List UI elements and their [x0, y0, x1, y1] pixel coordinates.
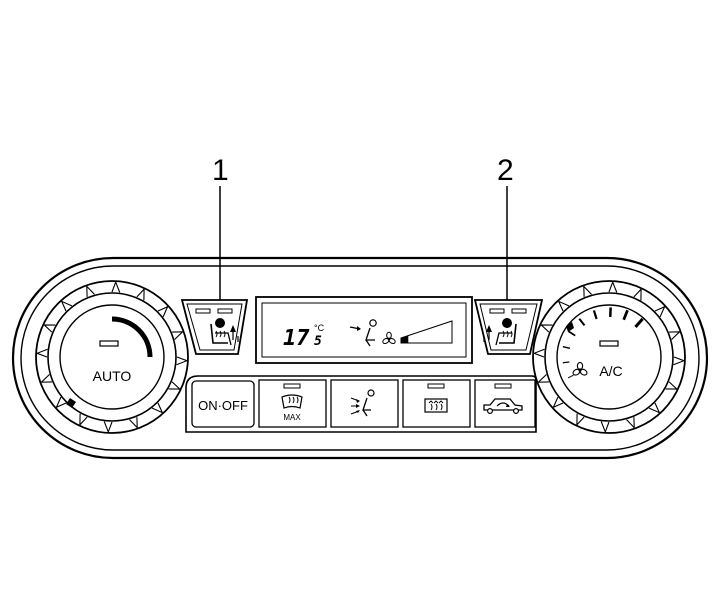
- ac-label: A/C: [599, 363, 622, 379]
- knob-ridge: [86, 284, 95, 297]
- knob-ridge: [111, 280, 121, 293]
- airflow-mode-icon: [349, 319, 377, 347]
- left-temperature-knob[interactable]: AUTO: [35, 280, 189, 434]
- fan-level-segment: [401, 335, 409, 343]
- knob-pointer-mark: [566, 322, 574, 332]
- knob-ridge: [626, 417, 635, 430]
- knob-ridge: [35, 348, 48, 358]
- knob-ridge: [633, 287, 642, 301]
- control-panel: [11, 256, 709, 460]
- fan-scale-tick: [568, 330, 576, 337]
- knob-indicator: [99, 340, 119, 347]
- knob-ridge: [103, 421, 113, 434]
- knob-ridge: [532, 348, 545, 358]
- temperature-arc: [111, 316, 153, 358]
- callout-2: 2: [497, 154, 514, 187]
- button-row: ON·OFF MAX: [185, 375, 537, 433]
- knob-ridge: [172, 331, 185, 340]
- rear-defrost-icon: [424, 398, 448, 413]
- temperature-decimal: 5: [314, 334, 322, 349]
- knob-ridge: [557, 300, 570, 312]
- fan-scale-tick: [562, 361, 570, 364]
- knob-ridge: [39, 374, 52, 383]
- fan-scale-tick: [634, 317, 644, 328]
- max-defrost-button[interactable]: MAX: [258, 379, 327, 428]
- knob-indicator: [599, 340, 619, 347]
- air-distribution-button[interactable]: [330, 379, 399, 428]
- knob-ridge: [552, 396, 564, 409]
- knob-ridge: [673, 356, 686, 366]
- right-fan-knob[interactable]: A/C: [532, 280, 686, 434]
- max-label: MAX: [283, 413, 301, 422]
- fan-speed-scale: [562, 307, 644, 379]
- fan-scale-tick: [622, 309, 629, 321]
- knob-pointer-mark: [66, 398, 76, 408]
- air-distribution-icon: [350, 389, 375, 417]
- right-seat-heater-button[interactable]: [473, 299, 544, 355]
- fan-level-bar: [400, 320, 453, 344]
- knob-ridge: [136, 287, 145, 301]
- auto-label: AUTO: [93, 368, 132, 384]
- fan-scale-tick: [592, 310, 598, 320]
- fan-icon: [382, 331, 396, 345]
- knob-ridge: [654, 305, 666, 318]
- on-off-label: ON·OFF: [198, 398, 248, 413]
- knob-ridge: [576, 413, 585, 427]
- lcd-display: 17 °C 5: [255, 296, 473, 364]
- knob-ridge: [79, 413, 88, 427]
- knob-ridge: [176, 356, 189, 366]
- seat-heater-icon: [210, 318, 239, 346]
- fan-scale-tick: [578, 318, 586, 327]
- knob-ridge: [539, 324, 553, 333]
- knob-ridge: [55, 396, 67, 409]
- windshield-defrost-icon: [281, 394, 303, 409]
- knob-ridge: [608, 280, 618, 293]
- callout-1: 1: [212, 154, 229, 187]
- left-seat-heater-button[interactable]: [180, 299, 249, 355]
- recirculation-button[interactable]: [474, 379, 536, 428]
- knob-ridge: [168, 381, 182, 390]
- fan-icon: [572, 361, 588, 376]
- knob-ridge: [665, 381, 679, 390]
- knob-ridge: [600, 421, 610, 434]
- knob-ridge: [42, 324, 56, 333]
- knob-ridge: [151, 402, 164, 414]
- knob-grip-ridges: [532, 280, 686, 434]
- temperature-unit: °C: [314, 323, 325, 333]
- knob-ridge: [536, 374, 549, 383]
- on-off-button[interactable]: ON·OFF: [191, 380, 255, 428]
- knob-ridge: [60, 300, 73, 312]
- fan-scale-tick: [567, 374, 574, 379]
- seat-heater-icon: [483, 318, 517, 346]
- knob-grip-ridges: [35, 280, 189, 434]
- temperature-readout: 17: [283, 326, 310, 351]
- recirculation-icon: [483, 398, 523, 415]
- fan-scale-tick: [562, 345, 571, 350]
- knob-ridge: [157, 305, 169, 318]
- knob-ridge: [583, 284, 592, 297]
- rear-defrost-button[interactable]: [402, 379, 471, 428]
- knob-ridge: [648, 402, 661, 414]
- knob-ridge: [669, 331, 682, 340]
- knob-ridge: [129, 417, 138, 430]
